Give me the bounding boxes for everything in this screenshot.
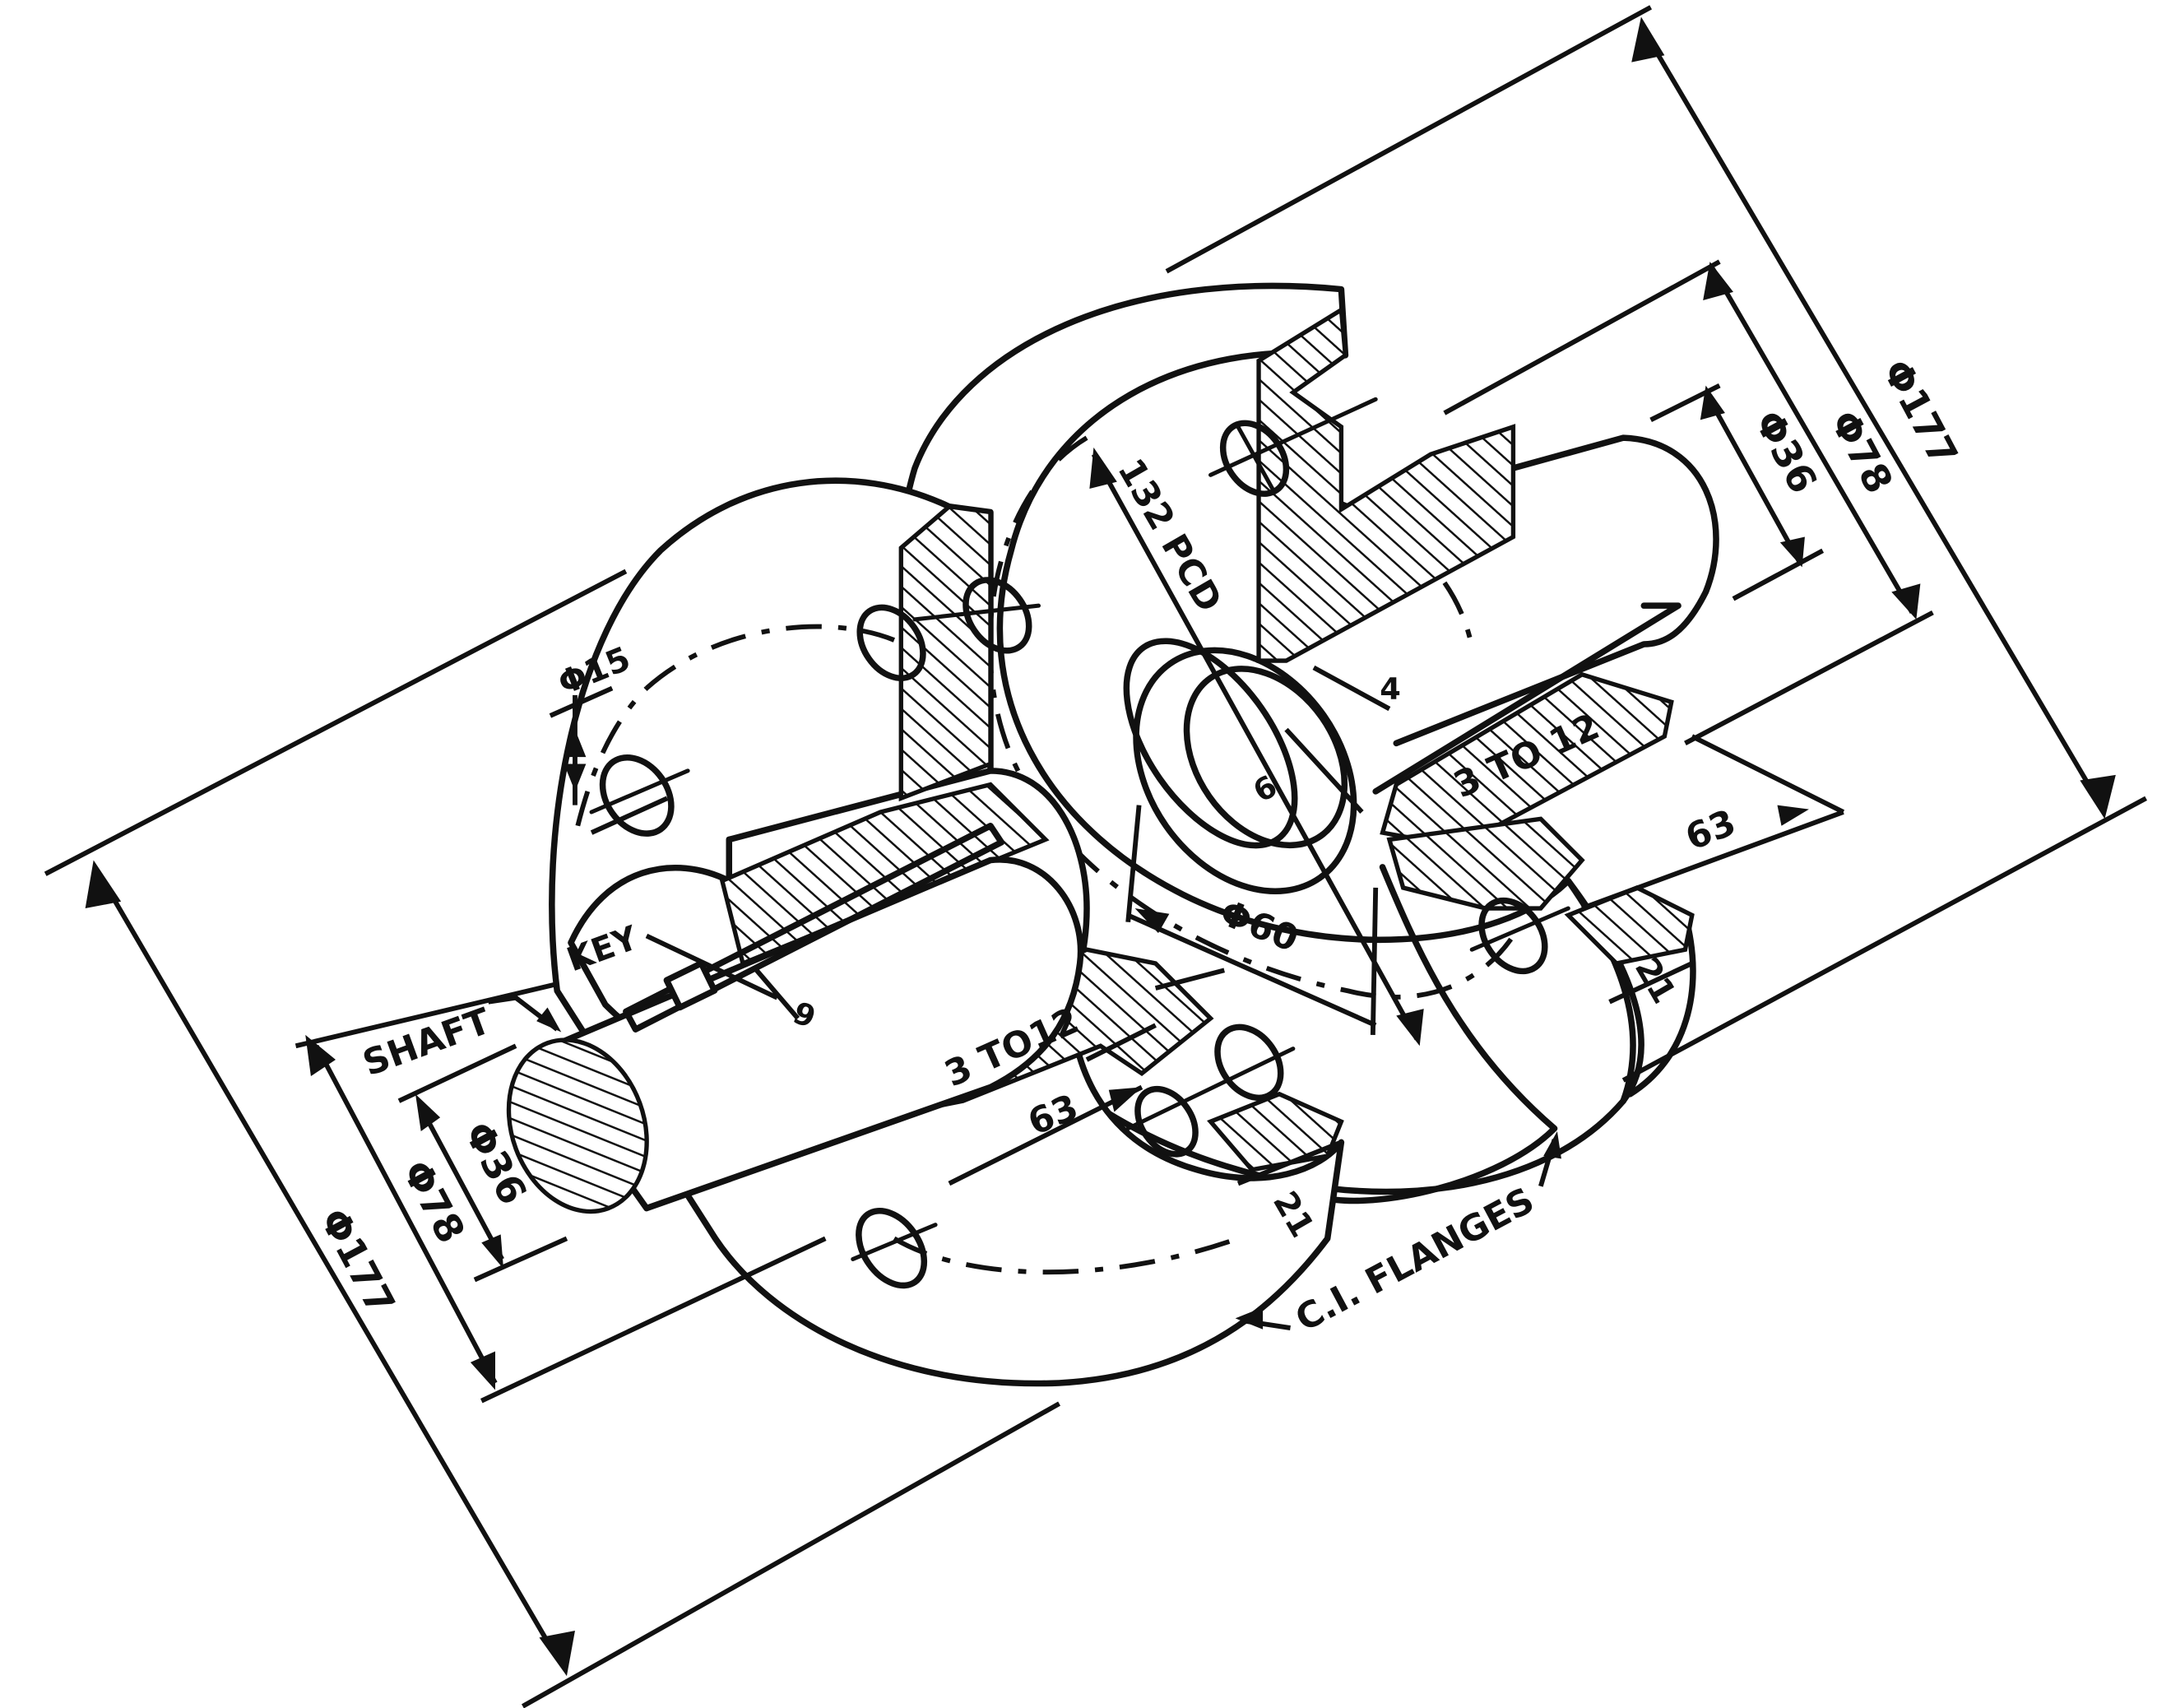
right-shaft-end	[1183, 666, 1348, 849]
right-pcd-circle	[987, 435, 1515, 1000]
key	[663, 960, 718, 1011]
right-section-keyway	[1380, 671, 1674, 849]
dim-177-left-line	[100, 880, 559, 1659]
left-bolt-hole-front	[1214, 1023, 1284, 1101]
right-section-upper	[1256, 306, 1516, 663]
left-pcd-circle	[575, 624, 896, 827]
left-shaft	[506, 822, 1084, 1214]
dimensions	[44, 5, 2148, 1708]
label-dia-78-right: Φ78	[1821, 404, 1900, 501]
right-section-lower	[1386, 816, 1585, 911]
left-bolt-hole-side	[599, 754, 675, 837]
right-shaft	[1393, 434, 1719, 747]
label-key-4: 4	[1380, 671, 1401, 707]
left-keyway	[623, 822, 1005, 1033]
label-dia-78-left: Φ78	[393, 1153, 473, 1251]
label-key-9-right: 9	[1246, 767, 1283, 808]
left-section-upper	[898, 504, 993, 802]
label-leaders	[488, 995, 1561, 1330]
left-shaft-end-section	[506, 1037, 649, 1214]
left-bolt-hole-top	[963, 577, 1032, 654]
right-flange-lower-ring	[1317, 864, 1558, 1204]
left-bolt-hole-top-rear	[856, 604, 926, 681]
